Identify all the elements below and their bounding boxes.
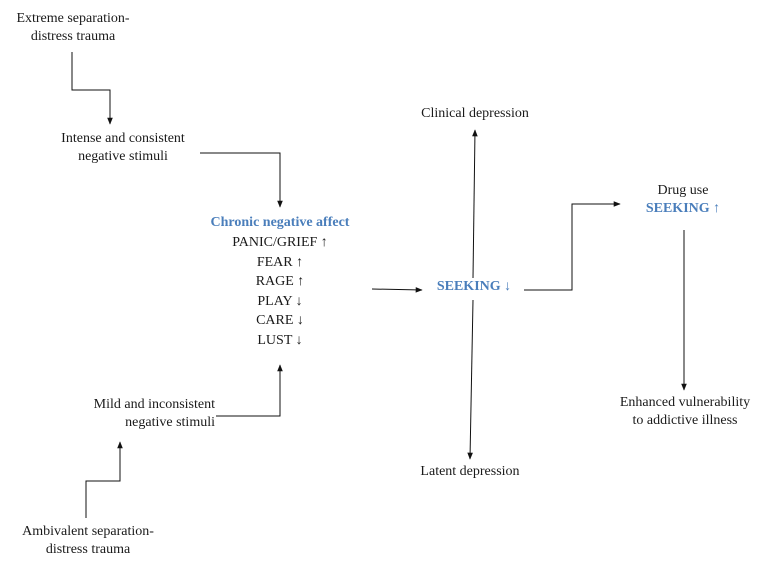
node-intense-stimuli: Intense and consistent negative stimuli bbox=[38, 130, 208, 166]
node-seeking-down: SEEKING ↓ bbox=[436, 279, 512, 294]
chronic-item-rage: RAGE ↑ bbox=[255, 274, 305, 289]
chronic-affect-title: Chronic negative affect bbox=[210, 215, 350, 230]
node-vulnerability-line1: Enhanced vulnerability bbox=[619, 395, 751, 410]
seeking-up-label: SEEKING ↑ bbox=[645, 201, 721, 216]
arrow-seeking-to-clinical bbox=[472, 129, 478, 279]
node-extreme-trauma-line1: Extreme separation- bbox=[16, 11, 130, 26]
node-mild-stimuli: Mild and inconsistent negative stimuli bbox=[40, 396, 215, 432]
node-drug-use: Drug use SEEKING ↑ bbox=[628, 182, 738, 218]
chronic-item-play: PLAY ↓ bbox=[257, 293, 303, 309]
node-intense-stimuli-line2: negative stimuli bbox=[78, 149, 168, 164]
drug-use-label: Drug use bbox=[657, 183, 709, 198]
node-chronic-affect: Chronic negative affect PANIC/GRIEF ↑ FE… bbox=[190, 214, 370, 350]
node-latent-depression: Latent depression bbox=[420, 464, 520, 479]
node-clinical-depression: Clinical depression bbox=[421, 106, 529, 121]
arrow-chronic-to-seeking bbox=[371, 287, 423, 293]
node-ambivalent-trauma-line1: Ambivalent separation- bbox=[22, 524, 154, 539]
node-mild-stimuli-line1: Mild and inconsistent bbox=[93, 397, 215, 412]
node-extreme-trauma: Extreme separation- distress trauma bbox=[8, 10, 138, 46]
node-ambivalent-trauma-line2: distress trauma bbox=[45, 542, 131, 557]
chronic-item-lust: LUST ↓ bbox=[257, 332, 303, 348]
arrow-intense-to-chronic bbox=[200, 152, 283, 208]
node-vulnerability: Enhanced vulnerability to addictive illn… bbox=[605, 394, 765, 430]
arrow-seeking-to-druguse bbox=[524, 201, 621, 291]
node-ambivalent-trauma: Ambivalent separation- distress trauma bbox=[8, 523, 168, 559]
arrow-extreme-to-intense bbox=[71, 52, 113, 125]
node-vulnerability-line2: to addictive illness bbox=[632, 413, 738, 428]
node-extreme-trauma-line2: distress trauma bbox=[30, 29, 116, 44]
chronic-item-fear: FEAR ↑ bbox=[256, 254, 304, 270]
node-mild-stimuli-line2: negative stimuli bbox=[125, 415, 215, 430]
arrow-mild-to-chronic bbox=[216, 364, 283, 417]
chronic-item-panic-grief: PANIC/GRIEF ↑ bbox=[232, 235, 328, 250]
arrow-ambivalent-to-mild bbox=[85, 441, 123, 518]
node-intense-stimuli-line1: Intense and consistent bbox=[61, 131, 185, 146]
chronic-item-care: CARE ↓ bbox=[256, 313, 304, 328]
arrow-seeking-to-latent bbox=[467, 299, 474, 460]
